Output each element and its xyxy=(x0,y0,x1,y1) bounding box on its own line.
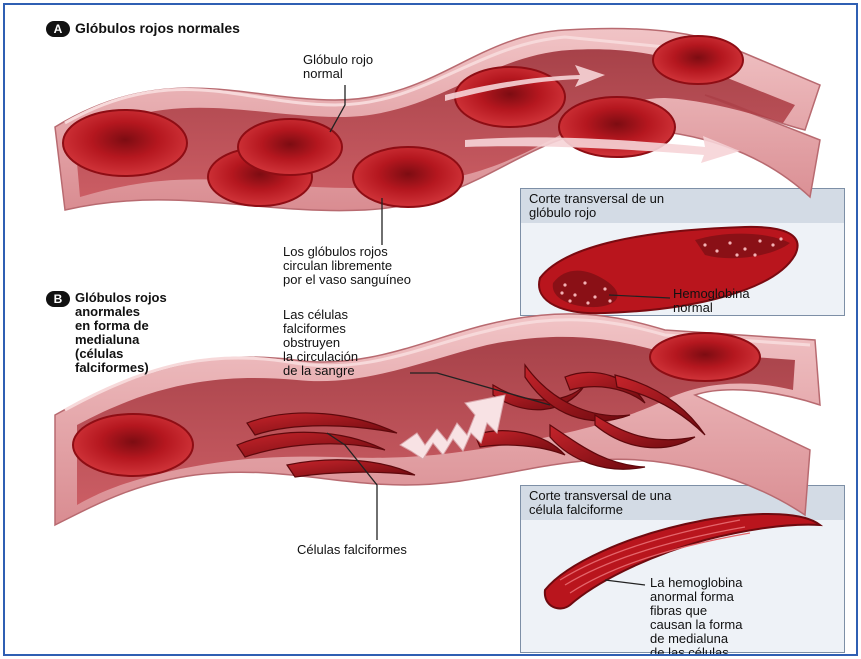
red-cell xyxy=(63,110,187,176)
red-cell xyxy=(559,97,675,157)
vessel-a xyxy=(55,28,820,210)
sickle-cell xyxy=(287,460,415,477)
sickle-cells xyxy=(237,365,705,477)
sickle-cell xyxy=(475,431,565,455)
leader-lines-a xyxy=(330,85,382,245)
sickle-cell xyxy=(615,375,705,435)
sickle-cell xyxy=(237,432,385,457)
panel-normal-title: Corte transversal de un glóbulo rojo xyxy=(521,189,844,223)
sickle-cell xyxy=(550,425,645,469)
red-cell xyxy=(353,147,463,207)
sickle-cell xyxy=(247,413,397,435)
leader-blockage xyxy=(410,373,550,405)
flow-arrows-a xyxy=(445,65,740,163)
red-cell xyxy=(455,67,565,127)
section-b-badge: B xyxy=(46,291,70,307)
label-normal-hemoglobin: Hemoglobina normal xyxy=(673,287,750,315)
label-abnormal-hemoglobin: La hemoglobina anormal forma fibras que … xyxy=(650,576,743,656)
label-free-flow: Los glóbulos rojos circulan libremente p… xyxy=(283,245,411,287)
label-normal-cell: Glóbulo rojo normal xyxy=(303,53,373,81)
section-a-title: Glóbulos rojos normales xyxy=(75,21,240,36)
leader-normal-cell xyxy=(330,85,345,132)
cells-vessel-b xyxy=(73,333,760,476)
normal-red-cells xyxy=(63,36,743,207)
section-a-badge: A xyxy=(46,21,70,37)
sickle-cell xyxy=(493,385,585,410)
leader-sickle-cells xyxy=(327,433,377,540)
red-cell xyxy=(653,36,743,84)
red-cell xyxy=(208,148,312,206)
sickle-cell xyxy=(595,415,695,448)
blocked-flow-arrow xyxy=(400,395,505,459)
sickle-cell xyxy=(525,365,630,421)
label-blockage: Las células falciformes obstruyen la cir… xyxy=(283,308,358,378)
sickle-cell xyxy=(565,372,645,403)
red-cell xyxy=(650,333,760,381)
leader-lines-b xyxy=(327,373,550,540)
red-cell xyxy=(238,119,342,175)
label-sickle-cells: Células falciformes xyxy=(297,543,407,557)
red-cell xyxy=(73,414,193,476)
diagram-frame: A Glóbulos rojos normales Glóbulo rojo n… xyxy=(3,3,858,656)
panel-sickle-title: Corte transversal de una célula falcifor… xyxy=(521,486,844,520)
section-b-title: Glóbulos rojos anormales en forma de med… xyxy=(75,291,167,375)
